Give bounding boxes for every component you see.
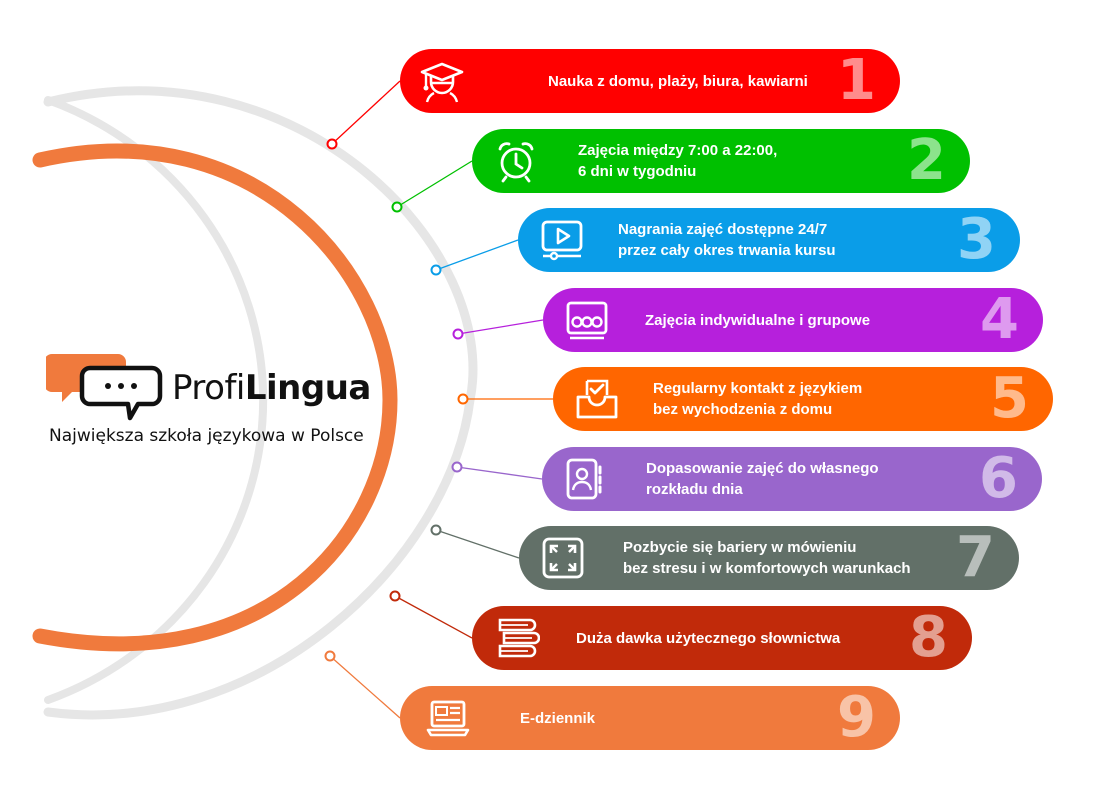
feature-6-number: 6: [979, 446, 1018, 511]
feature-8-line1: Duża dawka użytecznego słownictwa: [576, 629, 841, 647]
feature-5-line1: Regularny kontakt z językiem: [653, 380, 863, 397]
feature-5-number: 5: [990, 366, 1029, 431]
feature-2-number: 2: [907, 128, 946, 193]
connector-line-2: [396, 160, 473, 208]
connector-line-8: [394, 595, 473, 639]
feature-3-line2: przez cały okres trwania kursu: [618, 242, 836, 259]
feature-pill-9: E-dziennik 9: [400, 686, 900, 750]
feature-3-line1: Nagrania zajęć dostępne 24/7: [618, 221, 828, 238]
alarm-clock-icon: [498, 142, 534, 183]
connector-line-7: [435, 529, 520, 559]
feature-pill-6: Dopasowanie zajęć do własnego rozkładu dn…: [542, 447, 1042, 511]
feature-9-line1: E-dziennik: [520, 709, 596, 727]
connector-line-4: [457, 319, 544, 335]
connector-dot-1: [326, 138, 338, 150]
feature-2-line1: Zajęcia między 7:00 a 22:00,: [578, 142, 778, 159]
feature-pill-4: Zajęcia indywidualne i grupowe 4: [543, 288, 1043, 352]
feature-6-line1: Dopasowanie zajęć do własnego: [646, 460, 879, 477]
laptop-icon: [426, 700, 470, 737]
connector-dot-8: [389, 590, 401, 602]
feature-5-line2: bez wychodzenia z domu: [653, 401, 833, 418]
logo-icon: [46, 354, 163, 421]
connector-lines: [324, 80, 553, 719]
brand-name: ProfiLingua: [172, 368, 371, 408]
tagline: Największa szkoła językowa w Polsce: [49, 426, 364, 446]
connector-dot-7: [430, 524, 442, 536]
planner-icon: [566, 458, 602, 500]
feature-4-line1: Zajęcia indywidualne i grupowe: [645, 311, 871, 329]
books-icon: [498, 618, 540, 658]
connector-line-9: [329, 655, 401, 719]
feature-9-number: 9: [837, 685, 876, 750]
feature-1-line1: Nauka z domu, plaży, biura, kawiarni: [548, 72, 808, 90]
grey-arc-main: [43, 86, 478, 720]
feature-pill-8: Duża dawka użytecznego słownictwa 8: [472, 606, 972, 670]
feature-2-line2: 6 dni w tygodniu: [578, 163, 697, 180]
feature-7-number: 7: [956, 525, 995, 590]
connector-dot-2: [391, 201, 403, 213]
connector-dot-4: [452, 328, 464, 340]
connector-line-6: [456, 466, 543, 480]
video-player-icon: [541, 220, 583, 261]
connector-dot-3: [430, 264, 442, 276]
classroom-icon: [566, 301, 608, 340]
feature-3-number: 3: [957, 207, 996, 272]
feature-6-line2: rozkładu dnia: [646, 481, 743, 498]
feature-8-number: 8: [909, 605, 948, 670]
fullscreen-icon: [542, 537, 584, 579]
connector-dot-5: [457, 393, 469, 405]
inbox-check-icon: [576, 379, 618, 419]
orange-arc: [32, 143, 398, 652]
connector-dot-9: [324, 650, 336, 662]
feature-pill-2: Zajęcia między 7:00 a 22:00, 6 dni w tygo…: [472, 129, 970, 193]
connector-line-3: [435, 239, 519, 271]
feature-4-number: 4: [980, 287, 1019, 352]
connector-line-1: [331, 80, 401, 145]
feature-pill-5: Regularny kontakt z językiem bez wychodze…: [553, 367, 1053, 431]
feature-7-line1: Pozbycie się bariery w mówieniu: [623, 539, 857, 556]
feature-7-line2: bez stresu i w komfortowych warunkach: [623, 560, 911, 577]
feature-pill-3: Nagrania zajęć dostępne 24/7 przez cały o…: [518, 208, 1020, 272]
feature-pill-7: Pozbycie się bariery w mówieniu bez stres…: [519, 526, 1019, 590]
graduate-icon: [420, 62, 464, 103]
feature-pill-1: Nauka z domu, plaży, biura, kawiarni 1: [400, 49, 900, 113]
feature-1-number: 1: [837, 48, 876, 113]
connector-dot-6: [451, 461, 463, 473]
